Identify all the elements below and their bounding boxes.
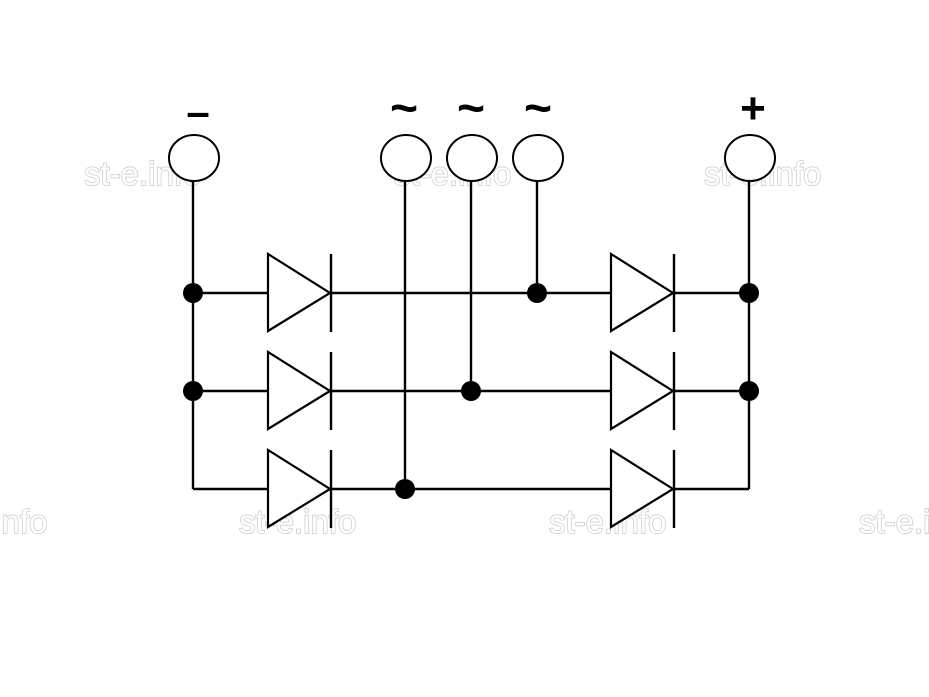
watermark-7: st-e.info: [859, 503, 929, 540]
watermark-4: st-e.info: [0, 503, 47, 540]
terminal-ac3: [512, 134, 564, 182]
wiring: [191, 181, 751, 491]
terminal-positive: [724, 134, 776, 182]
terminal-ac2: [446, 134, 498, 182]
label-ac2: ~: [457, 82, 485, 135]
watermark-5: st-e.info: [239, 503, 356, 540]
terminal-ac1: [380, 134, 432, 182]
junctions: [183, 283, 759, 499]
diodes: [266, 252, 676, 529]
diode-right-row-2: [609, 350, 676, 431]
diode-left-row-1: [266, 252, 333, 333]
junction-negative-row-2: [183, 381, 203, 401]
junction-positive-row-1: [739, 283, 759, 303]
terminal-negative: [168, 134, 220, 182]
diode-right-row-1: [609, 252, 676, 333]
label-positive: +: [740, 84, 766, 133]
terminal-labels: – ~ ~ ~ +: [186, 82, 766, 135]
diode-left-row-2: [266, 350, 333, 431]
terminals: [168, 134, 776, 182]
junction-ac1-row-3: [395, 479, 415, 499]
diode-right-row-3: [609, 448, 676, 529]
label-ac1: ~: [390, 82, 418, 135]
junction-ac3-row-1: [527, 283, 547, 303]
label-negative: –: [186, 88, 209, 135]
junction-ac2-row-2: [461, 381, 481, 401]
watermark-6: st-e.info: [549, 503, 666, 540]
diode-left-row-3: [266, 448, 333, 529]
junction-positive-row-2: [739, 381, 759, 401]
junction-negative-row-1: [183, 283, 203, 303]
watermarks: st-e.info st-e.info st-e.info st-e.info …: [0, 154, 929, 540]
label-ac3: ~: [524, 82, 552, 135]
